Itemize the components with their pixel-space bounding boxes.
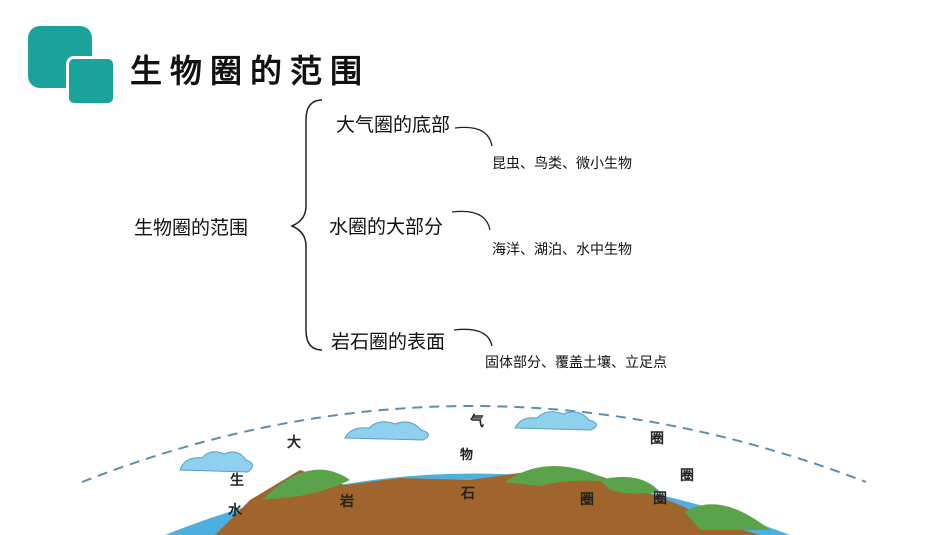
illustration-char-shi: 石 bbox=[460, 486, 475, 502]
branch-atmosphere: 大气圈的底部 bbox=[336, 114, 451, 136]
atmosphere-boundary bbox=[81, 405, 867, 483]
connector-atmosphere bbox=[454, 126, 493, 147]
connector-hydrosphere bbox=[451, 210, 491, 231]
illustration-char-da: 大 bbox=[287, 434, 301, 451]
grass-hill-far-right bbox=[685, 504, 770, 530]
illustration-char-shui: 水 bbox=[228, 502, 243, 519]
illustration-char-quan-land: 圈 bbox=[580, 492, 594, 508]
grass-hill-right bbox=[600, 476, 660, 494]
illustration-char-quan-water: 圈 bbox=[653, 491, 667, 507]
illustration-char-quan-sky: 圈 bbox=[650, 431, 664, 447]
branch-lithosphere: 岩石圈的表面 bbox=[331, 331, 446, 353]
mindmap-brace bbox=[290, 99, 323, 351]
illustration-char-qi: 气 bbox=[469, 413, 484, 430]
illustration-char-quan-mid: 圈 bbox=[680, 468, 694, 484]
branch-hydrosphere: 水圈的大部分 bbox=[329, 216, 444, 238]
connector-lithosphere bbox=[453, 328, 493, 347]
grass-hill-left bbox=[262, 469, 350, 500]
detail-atmosphere: 昆虫、鸟类、微小生物 bbox=[492, 156, 632, 172]
illustration-char-wu: 物 bbox=[460, 447, 473, 463]
cloud-center bbox=[344, 421, 429, 441]
detail-lithosphere: 固体部分、覆盖土壤、立足点 bbox=[485, 355, 667, 371]
mindmap-root: 生物圈的范围 bbox=[134, 217, 249, 239]
detail-hydrosphere: 海洋、湖泊、水中生物 bbox=[492, 242, 632, 258]
logo-square-front bbox=[66, 56, 116, 106]
cloud-left bbox=[179, 451, 253, 473]
biosphere-illustration: 大 气 物 圈 生 圈 水 岩 石 圈 圈 bbox=[80, 378, 870, 535]
illustration-char-sheng: 生 bbox=[230, 472, 244, 489]
page-title: 生物圈的范围 bbox=[130, 52, 371, 90]
cloud-right bbox=[514, 411, 597, 431]
illustration-char-yan: 岩 bbox=[339, 493, 354, 510]
grass-hill-center bbox=[505, 466, 612, 486]
